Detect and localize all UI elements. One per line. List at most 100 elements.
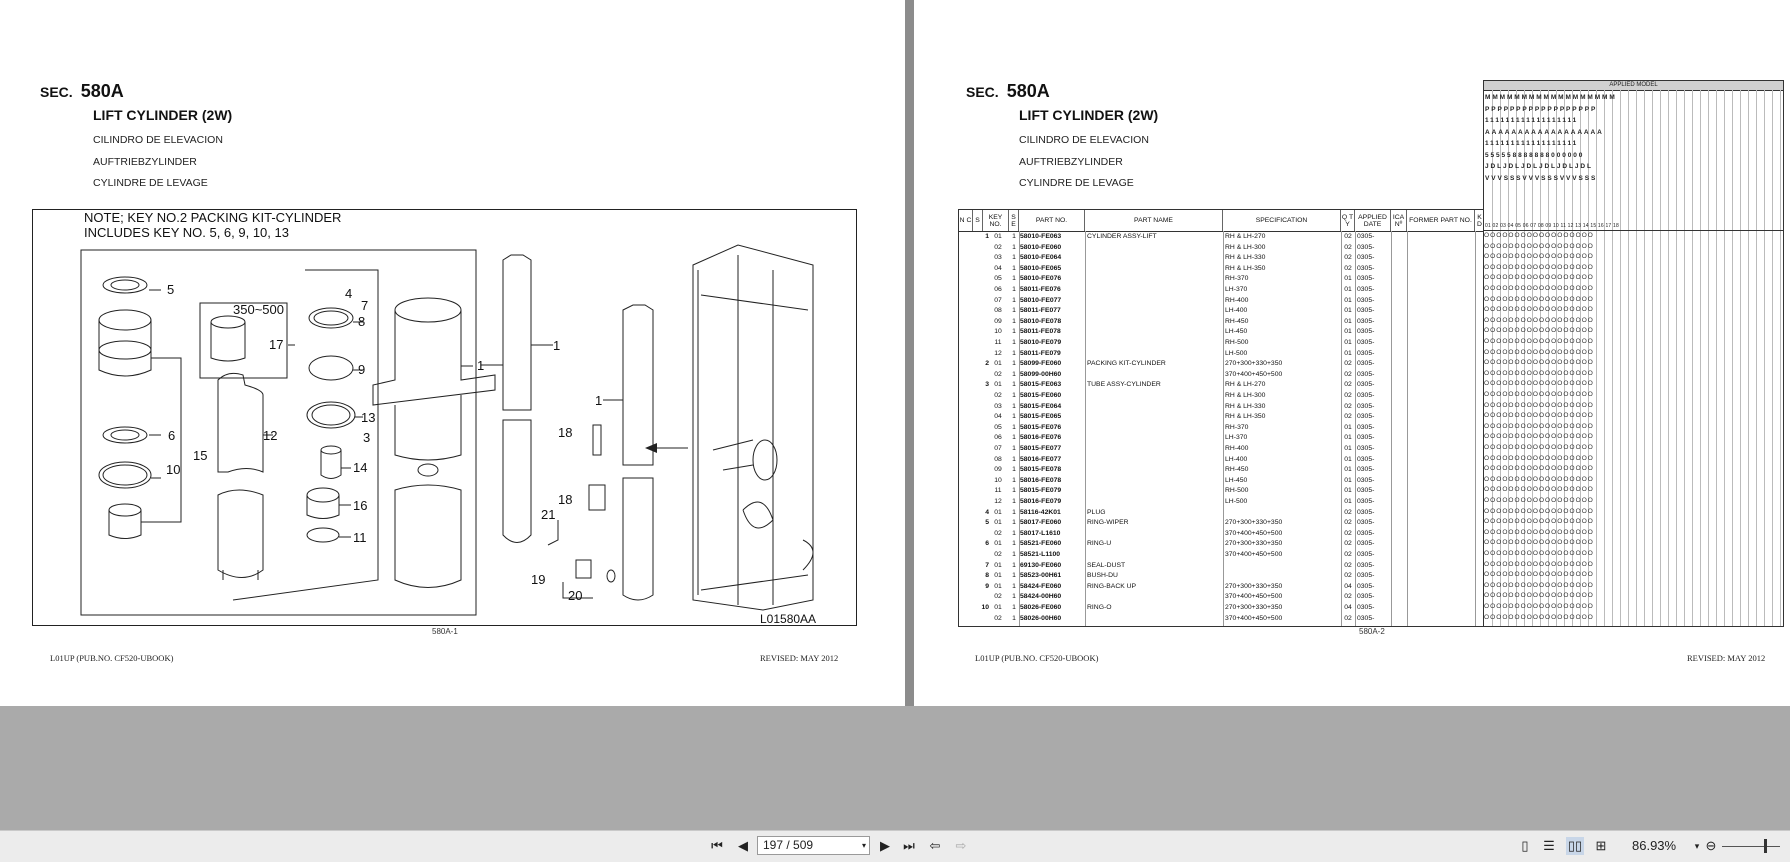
cell-key: 5 xyxy=(985,519,989,527)
callout: 1 xyxy=(477,358,485,373)
model-applicability-row: OOOOOOOOOOOOOOOOOO xyxy=(1484,295,1594,303)
model-applicability-row: OOOOOOOOOOOOOOOOOO xyxy=(1484,369,1594,377)
cell-spec: 270+300+330+350 xyxy=(1225,519,1283,527)
cell-q2: 1 xyxy=(1012,519,1016,527)
page-title: LIFT CYLINDER (2W) xyxy=(93,107,233,123)
cell-spec: LH-370 xyxy=(1225,286,1248,293)
model-applicability-row: OOOOOOOOOOOOOOOOOO xyxy=(1484,401,1594,409)
previous-page-button[interactable]: ◀ xyxy=(738,838,748,853)
cell-qty: 02 xyxy=(1344,519,1352,527)
cell-q2: 1 xyxy=(1012,296,1016,304)
cell-seq: 01 xyxy=(994,233,1002,240)
cell-spec: LH-450 xyxy=(1225,328,1248,336)
cell-spec: 270+300+330+350 xyxy=(1225,582,1283,590)
page-number-input[interactable]: 197 / 509▾ xyxy=(757,836,870,855)
last-page-button[interactable]: ⏭ xyxy=(903,838,915,853)
two-page-continuous-icon[interactable]: ⊞ xyxy=(1595,838,1607,853)
cell-seq: 02 xyxy=(994,392,1002,399)
cell-part: 58010-FE064 xyxy=(1020,254,1062,262)
cell-spec: RH & LH-270 xyxy=(1225,381,1266,389)
cell-date: 0305- xyxy=(1357,307,1375,315)
cell-qty: 04 xyxy=(1344,582,1352,590)
header-part-name: PART NAME xyxy=(1085,210,1223,231)
cell-date: 0305- xyxy=(1357,392,1375,399)
cell-part: 58010-FE063 xyxy=(1020,233,1062,240)
cell-part: 58015-FE079 xyxy=(1020,487,1062,495)
cell-q2: 1 xyxy=(1012,614,1016,622)
cell-qty: 01 xyxy=(1344,455,1352,463)
chevron-down-icon: ▾ xyxy=(861,841,866,850)
zoom-slider-handle[interactable] xyxy=(1764,839,1767,853)
header-nc: N C xyxy=(959,210,973,231)
cell-seq: 01 xyxy=(994,381,1002,389)
zoom-slider-track[interactable] xyxy=(1722,846,1780,847)
note-line-2: INCLUDES KEY NO. 5, 6, 9, 10, 13 xyxy=(84,225,289,240)
cell-q2: 1 xyxy=(1012,434,1016,442)
model-applicability-row: OOOOOOOOOOOOOOOOOO xyxy=(1484,550,1594,557)
callout: 4 xyxy=(345,286,353,301)
model-applicability-row: OOOOOOOOOOOOOOOOOO xyxy=(1484,518,1594,526)
cell-spec: RH-400 xyxy=(1225,296,1249,304)
cell-q2: 1 xyxy=(1012,328,1016,336)
cell-spec: LH-370 xyxy=(1225,434,1248,442)
cell-qty: 01 xyxy=(1344,487,1352,495)
cell-seq: 01 xyxy=(994,604,1002,611)
cell-qty: 02 xyxy=(1344,529,1352,537)
single-page-view-icon[interactable]: ▯ xyxy=(1521,838,1529,853)
cell-part: 58523-00H61 xyxy=(1020,572,1062,580)
two-page-view-icon[interactable]: ▯▯ xyxy=(1566,837,1584,855)
cell-q2: 1 xyxy=(1012,604,1016,611)
cell-part: 58010-FE078 xyxy=(1020,317,1062,325)
cell-name: TUBE ASSY-CYLINDER xyxy=(1087,381,1161,389)
viewer-toolbar: ⏮ ◀ 197 / 509▾ ▶ ⏭ ⇦ ⇨ ▯ ☰ ▯▯ ⊞ 86.93% ▾… xyxy=(0,830,1790,862)
cell-date: 0305- xyxy=(1357,466,1375,474)
zoom-dropdown-icon[interactable]: ▾ xyxy=(1694,840,1700,851)
first-page-button[interactable]: ⏮ xyxy=(711,838,723,853)
cell-seq: 01 xyxy=(994,582,1002,590)
cell-seq: 05 xyxy=(994,423,1002,431)
callout: 15 xyxy=(193,448,208,463)
cell-q2: 1 xyxy=(1012,349,1016,357)
continuous-view-icon[interactable]: ☰ xyxy=(1543,838,1555,853)
cell-part: 58015-FE064 xyxy=(1020,402,1062,410)
callout: 14 xyxy=(353,460,368,475)
page-number: 580A-2 xyxy=(1359,627,1385,636)
subtitle-german: AUFTRIEBZYLINDER xyxy=(1019,156,1123,168)
zoom-out-icon[interactable]: ⊖ xyxy=(1705,838,1717,853)
cell-q2: 1 xyxy=(1012,487,1016,495)
parts-table: N C S KEY NO. S E PART NO. PART NAME SPE… xyxy=(958,209,1484,627)
cell-part: 58015-FE060 xyxy=(1020,392,1062,399)
cell-spec: RH & LH-300 xyxy=(1225,392,1266,399)
subtitle-spanish: CILINDRO DE ELEVACION xyxy=(1019,134,1149,146)
go-back-icon[interactable]: ⇦ xyxy=(929,838,941,853)
cell-part: 58015-FE077 xyxy=(1020,445,1062,452)
header-part-no: PART NO. xyxy=(1019,210,1085,231)
cell-name: PACKING KIT-CYLINDER xyxy=(1087,360,1166,368)
cell-date: 0305- xyxy=(1357,582,1375,590)
cell-q2: 1 xyxy=(1012,572,1016,580)
cell-q2: 1 xyxy=(1012,370,1016,378)
cell-seq: 09 xyxy=(994,466,1002,474)
cell-qty: 01 xyxy=(1344,434,1352,442)
subtitle-german: AUFTRIEBZYLINDER xyxy=(93,156,197,168)
next-page-button[interactable]: ▶ xyxy=(880,838,890,853)
zoom-level: 86.93% xyxy=(1632,838,1677,853)
cell-qty: 02 xyxy=(1344,392,1352,399)
cell-q2: 1 xyxy=(1012,243,1016,251)
go-forward-icon[interactable]: ⇨ xyxy=(955,838,967,853)
cell-date: 0305- xyxy=(1357,508,1375,516)
cell-qty: 02 xyxy=(1344,233,1352,240)
section-label: SEC.580A xyxy=(40,81,124,101)
cell-spec: LH-500 xyxy=(1225,498,1248,505)
cell-spec: LH-400 xyxy=(1225,307,1248,315)
